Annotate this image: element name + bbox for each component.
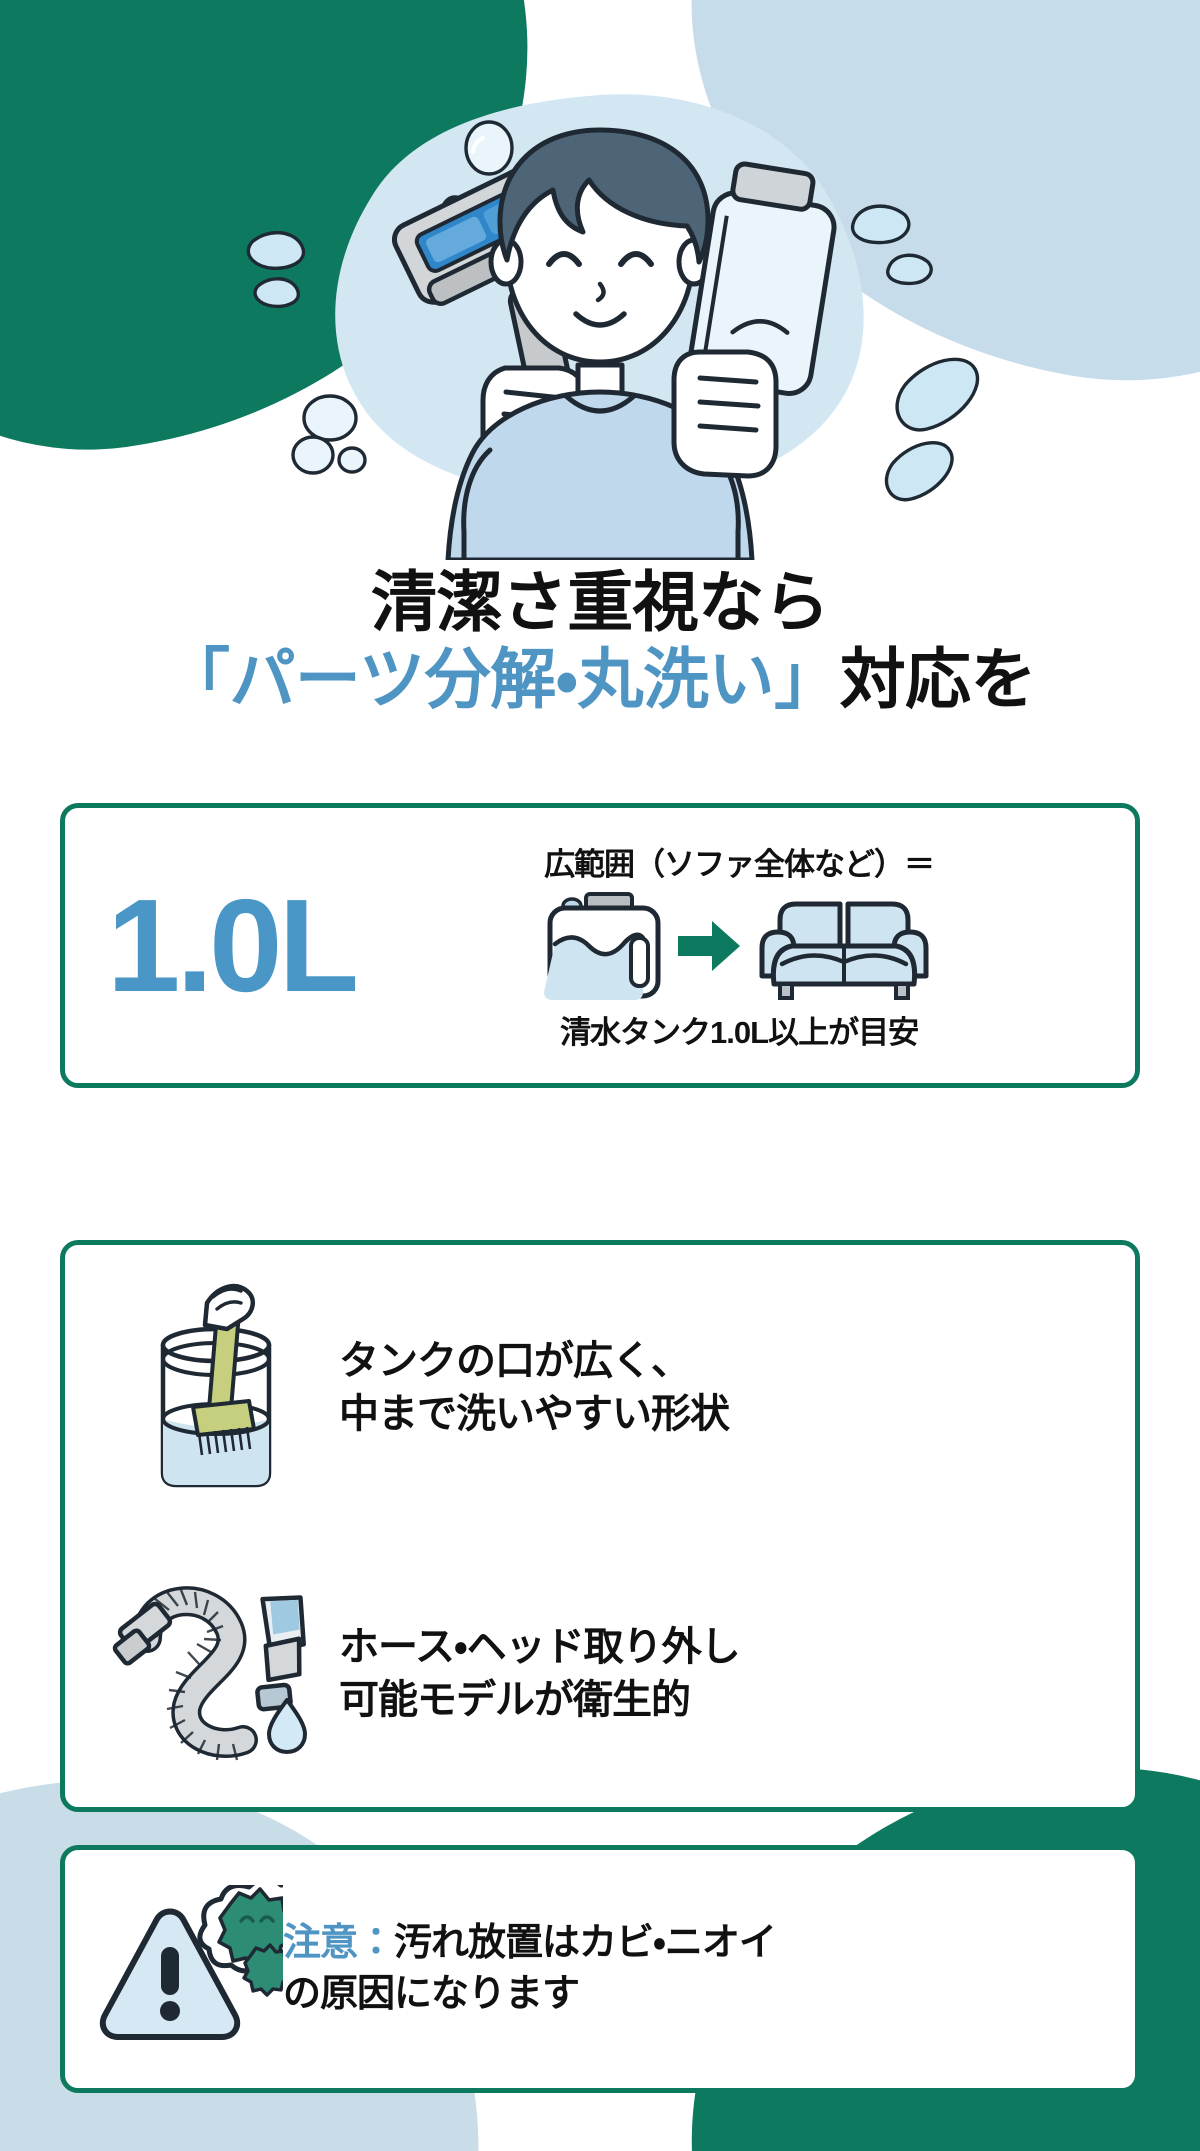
warning-message: 注意：汚れ放置はカビ・ニオイ の原因になります <box>283 1918 1113 2020</box>
warning-line-1-text: 汚れ放置はカビ・ニオイ <box>394 1922 777 1965</box>
feature-text-detachable: ホース・ヘッド取り外し 可能モデルが衛生的 <box>331 1621 1109 1727</box>
warning-card: 注意：汚れ放置はカビ・ニオイ の原因になります <box>60 1845 1140 2093</box>
headline-close-bracket: 」 <box>774 642 840 717</box>
feature-line-1: タンクの口が広く、 <box>339 1339 691 1384</box>
sofa-icon <box>759 901 929 1000</box>
headline-highlight: パーツ分解・丸洗い <box>229 642 775 717</box>
headline-tail: 対応を <box>839 642 1037 717</box>
warning-prefix: 注意： <box>283 1922 395 1965</box>
water-tank-icon <box>544 892 661 1000</box>
feature-row-detachable: ホース・ヘッド取り外し 可能モデルが衛生的 <box>65 1531 1135 1817</box>
feature-line-2: 中まで洗いやすい形状 <box>339 1392 730 1436</box>
feature-line-1: ホース・ヘッド取り外し <box>339 1625 741 1670</box>
capacity-icon-row <box>542 890 936 1002</box>
right-hand <box>671 349 779 479</box>
capacity-card: 1.0L 広範囲（ソファ全体など）＝ <box>60 803 1140 1088</box>
page-title: 清潔さ重視なら 「パーツ分解・丸洗い」対応を <box>0 565 1200 716</box>
headline-line-1: 清潔さ重視なら <box>370 565 830 639</box>
headline-line-2: 「パーツ分解・丸洗い」対応を <box>0 644 1200 715</box>
warning-line-2: の原因になります <box>283 1973 580 2015</box>
feature-text-tank-mouth: タンクの口が広く、 中まで洗いやすい形状 <box>331 1335 1109 1441</box>
capacity-note: 清水タンク1.0L以上が目安 <box>560 1015 919 1050</box>
headline-open-bracket: 「 <box>163 642 230 717</box>
feature-line-2: 可能モデルが衛生的 <box>339 1678 691 1722</box>
warning-triangle-icon <box>93 1885 283 2053</box>
hero-illustration <box>0 0 1200 560</box>
hose-head-detach-icon <box>101 1574 331 1774</box>
arrow-right-icon <box>678 921 741 971</box>
washable-features-card: タンクの口が広く、 中まで洗いやすい形状 <box>60 1240 1140 1812</box>
feature-row-tank-mouth: タンクの口が広く、 中まで洗いやすい形状 <box>65 1245 1135 1531</box>
tank-volume-value: 1.0L <box>107 871 359 1019</box>
warning-line-1: 注意：汚れ放置はカビ・ニオイ <box>283 1918 1113 1969</box>
tank-brush-wash-icon <box>101 1283 331 1493</box>
capacity-label: 広範囲（ソファ全体など）＝ <box>544 847 935 882</box>
